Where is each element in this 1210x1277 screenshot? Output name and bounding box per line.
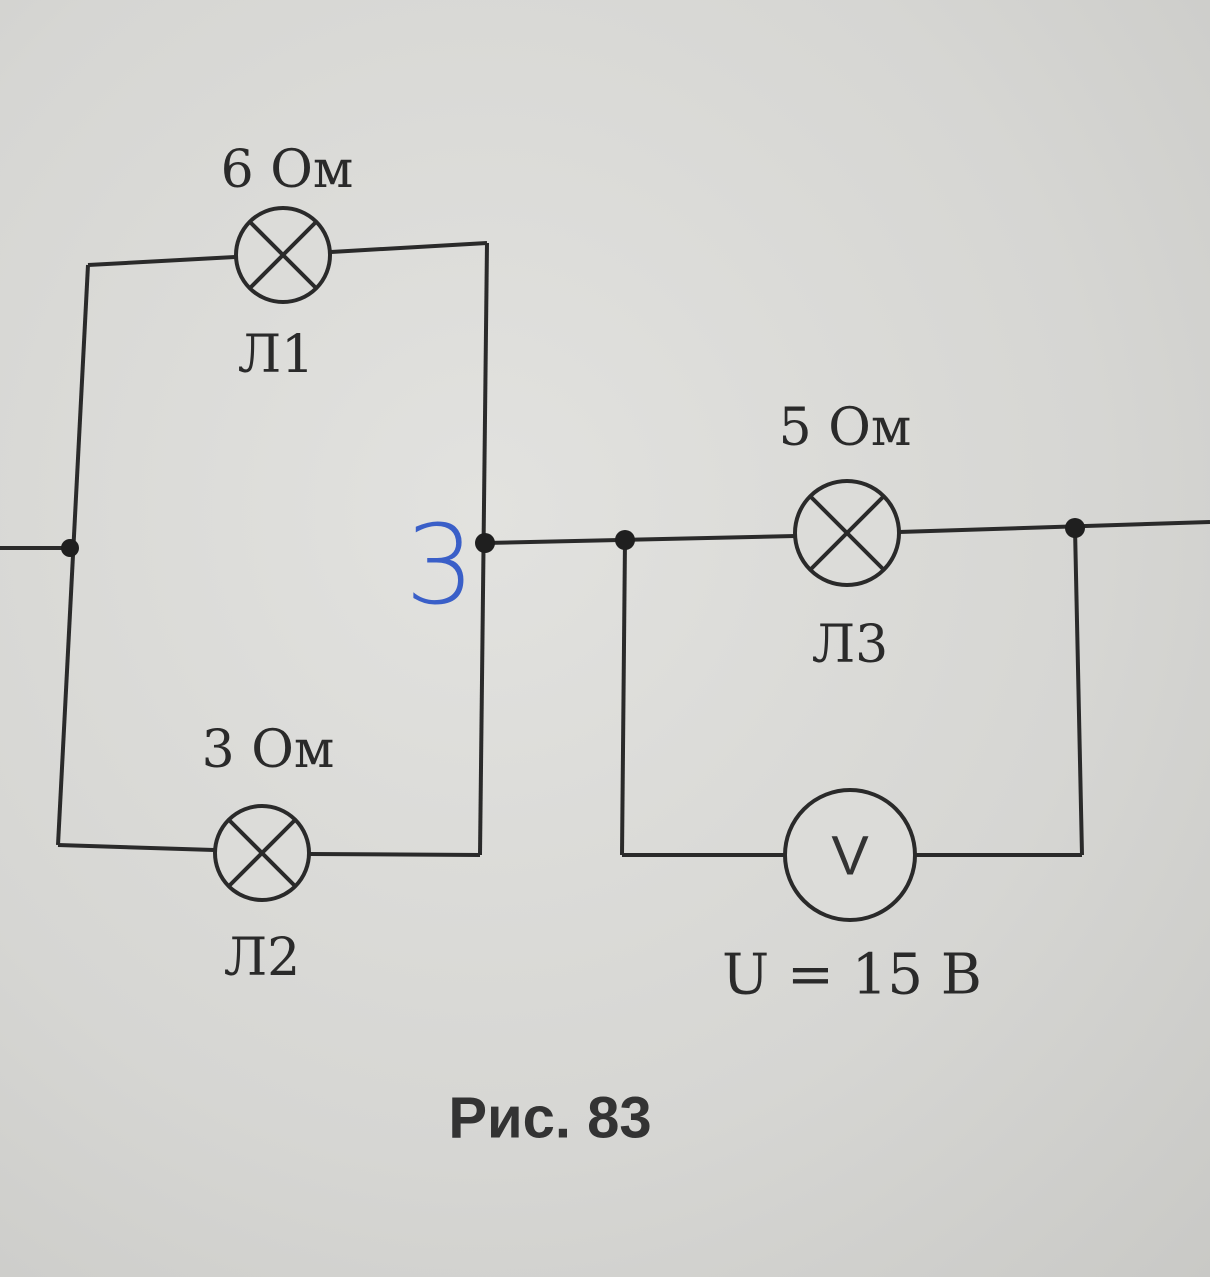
junction-node xyxy=(61,539,79,557)
wire-l2-right xyxy=(309,852,481,857)
voltmeter-left-vertical xyxy=(620,539,627,856)
l1-resistance: 6 Ом xyxy=(220,140,354,200)
l2-label: Л2 xyxy=(223,928,301,988)
figure-caption: Рис. 83 xyxy=(448,1085,652,1151)
l3-label: Л3 xyxy=(811,615,889,675)
voltmeter-right-vertical xyxy=(1073,527,1084,856)
l3-resistance: 5 Ом xyxy=(778,398,912,458)
voltmeter-icon xyxy=(783,788,917,922)
junction-node xyxy=(615,530,635,550)
l2-resistance: 3 Ом xyxy=(201,720,335,780)
junction-node xyxy=(1065,518,1085,538)
wire-l1-right xyxy=(330,241,488,254)
lamp-l3-icon xyxy=(793,479,901,587)
junction-node xyxy=(475,533,495,553)
handwritten-note: 3 xyxy=(405,501,475,629)
voltmeter-symbol: V xyxy=(831,823,869,887)
wire-l1-left xyxy=(87,255,236,267)
lamp-l1-icon xyxy=(234,206,332,304)
l1-label: Л1 xyxy=(237,325,315,385)
lamp-l2-icon xyxy=(213,804,311,902)
wire-l2-left xyxy=(57,843,215,852)
junction-nodes xyxy=(61,518,1085,557)
voltage-reading: U = 15 В xyxy=(722,942,982,1008)
wire-l3-right xyxy=(898,520,1210,534)
wire-to-l3 xyxy=(484,534,796,545)
